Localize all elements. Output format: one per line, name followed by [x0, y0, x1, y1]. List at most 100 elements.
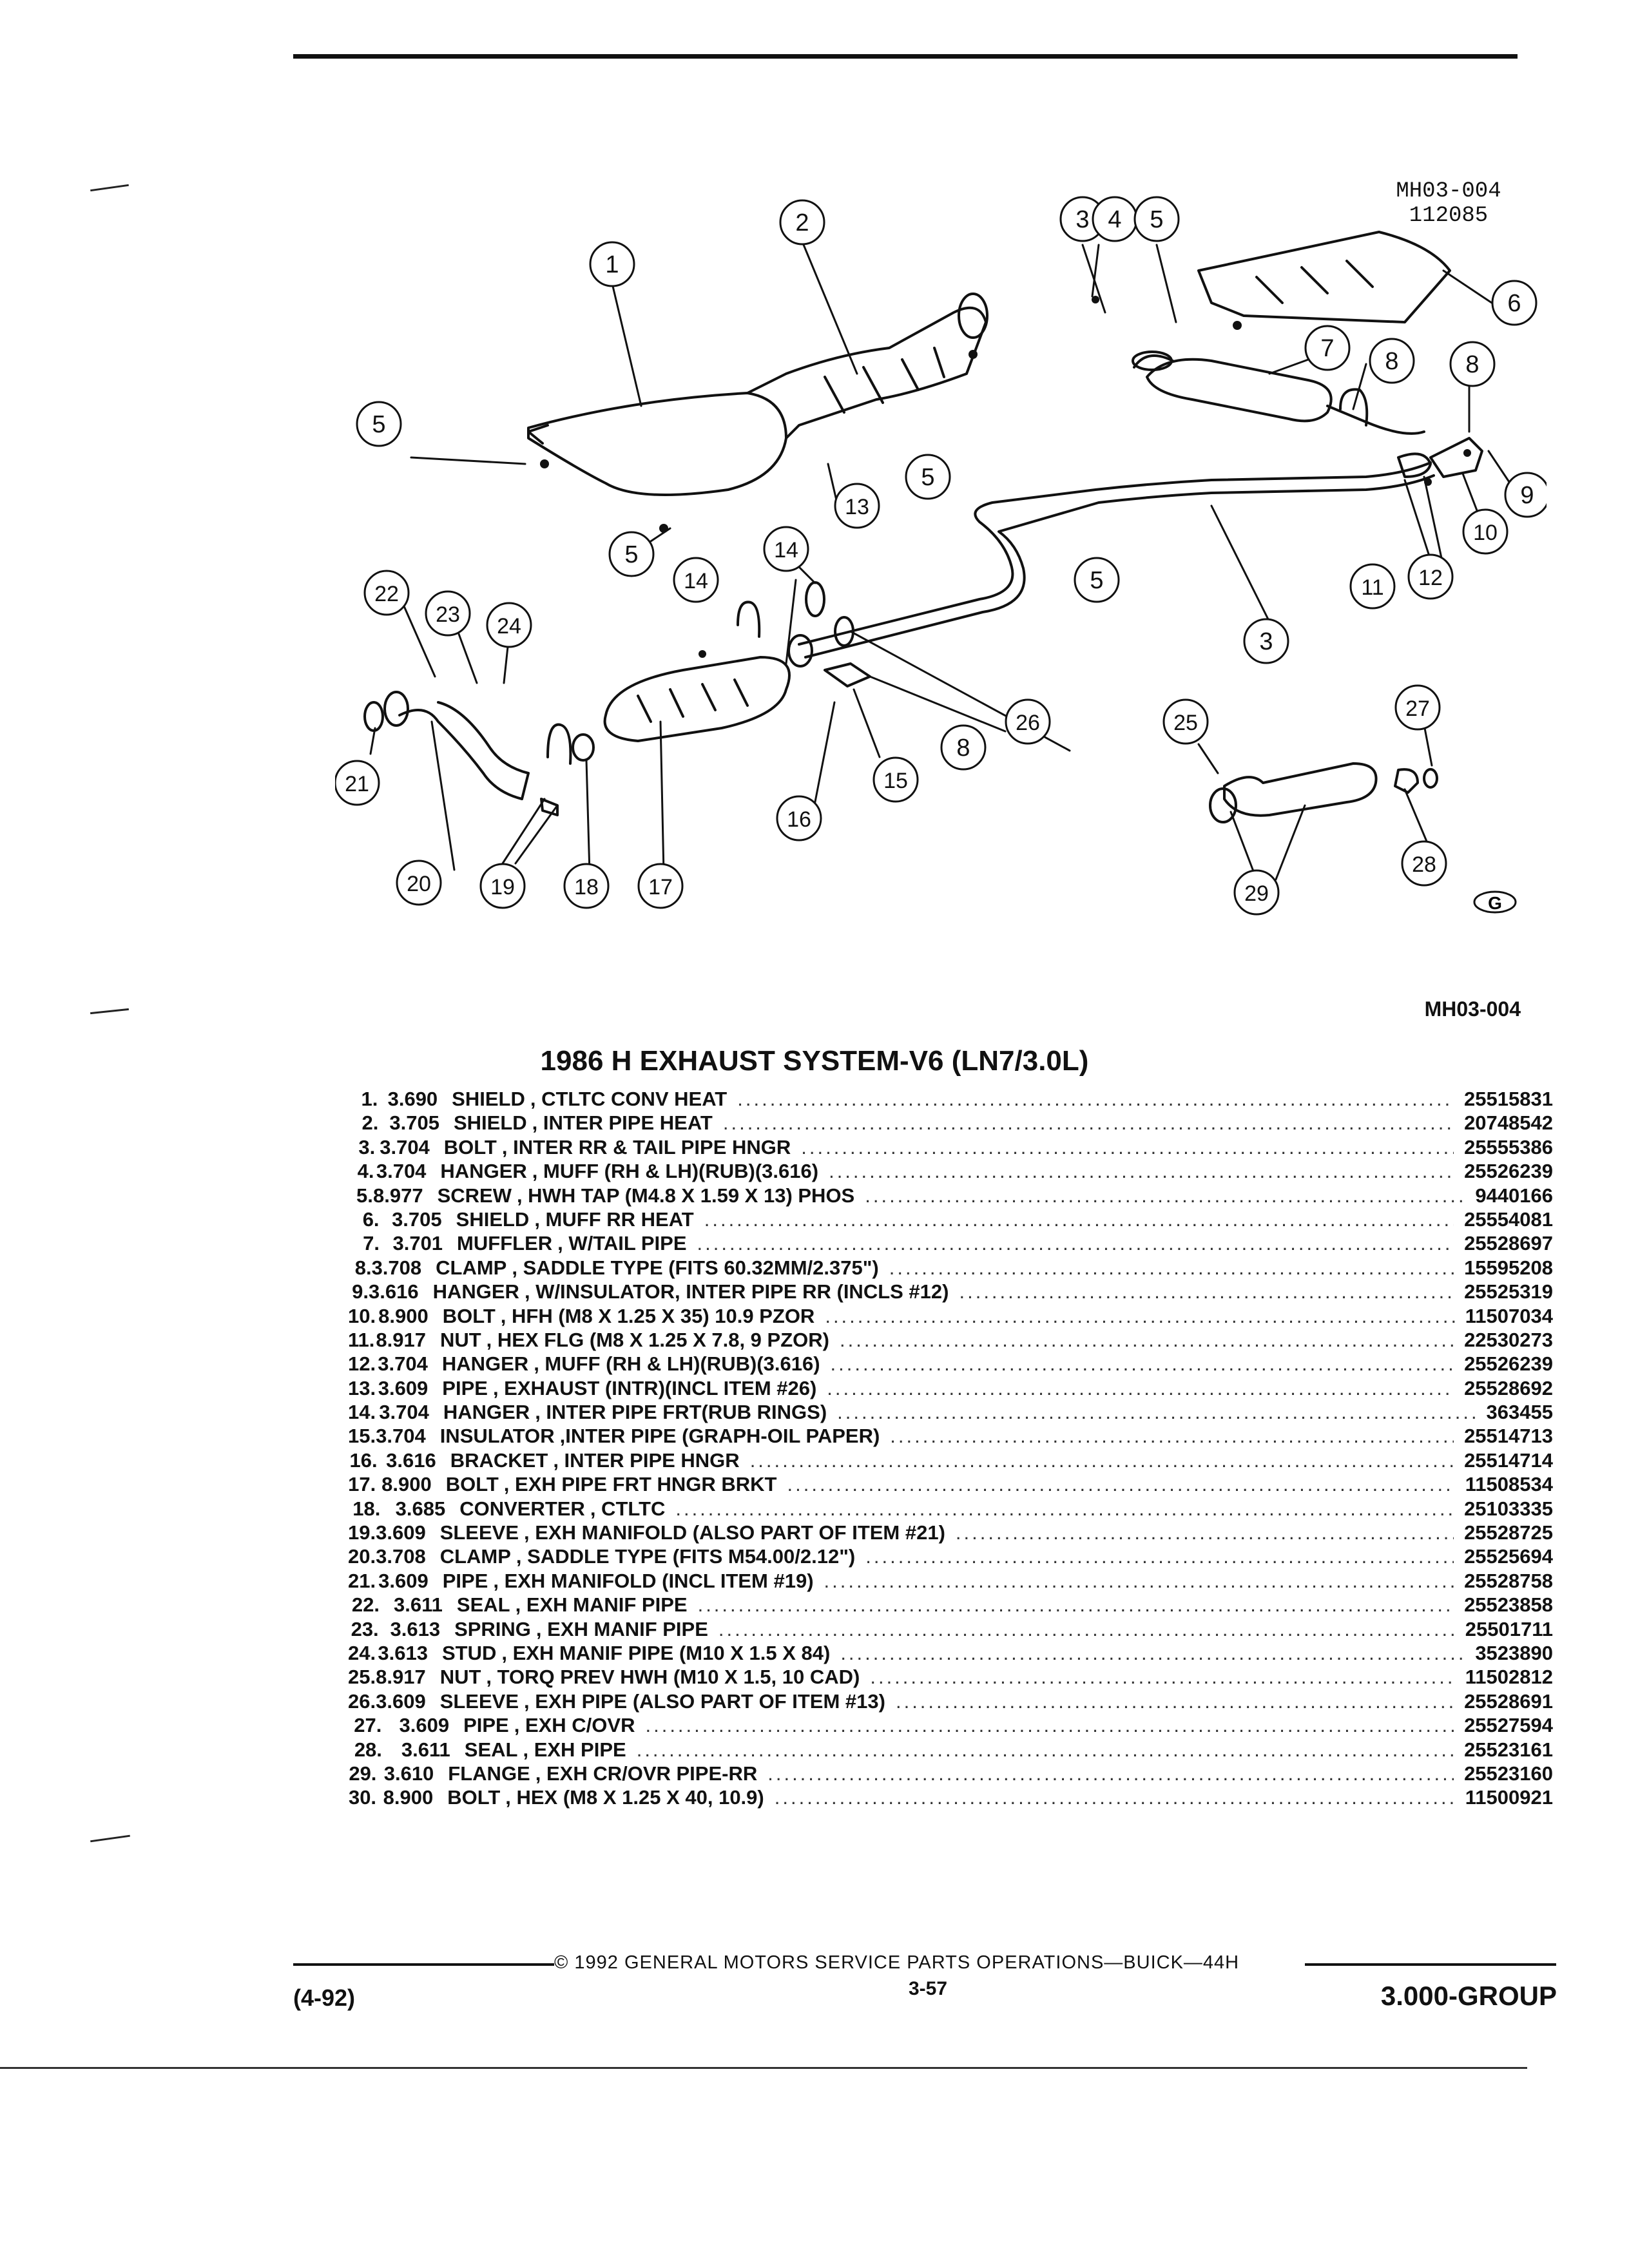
- part-number: 19.: [348, 1521, 376, 1544]
- dot-leader: [767, 1762, 1454, 1785]
- part-name: MUFFLER: [457, 1232, 553, 1255]
- part-name: SEAL: [464, 1738, 518, 1761]
- group-number: 3.609: [376, 1689, 426, 1713]
- callout-bubble: 25: [1162, 698, 1209, 745]
- callout-bubble: 26: [1005, 698, 1051, 745]
- part-number: 1.: [361, 1088, 378, 1110]
- part-description: CLAMP, SADDLE TYPE (FITS 60.32MM/2.375"): [436, 1256, 879, 1280]
- callout-label: 3: [1259, 628, 1273, 655]
- group-number: 3.704: [376, 1425, 426, 1448]
- callout-label: 8: [1385, 348, 1398, 375]
- callout-bubble: 6: [1491, 280, 1537, 326]
- part-description: NUT, TORQ PREV HWH (M10 X 1.5, 10 CAD): [440, 1666, 860, 1689]
- dot-leader: [645, 1714, 1454, 1737]
- callout-bubble: 21: [335, 760, 380, 806]
- figure-code: MH03-004: [1424, 997, 1521, 1021]
- dot-leader: [697, 1232, 1454, 1255]
- part-detail: , CTLTC CONV HEAT: [530, 1088, 728, 1110]
- callout-label: 16: [787, 807, 811, 832]
- callout-bubble: 5: [608, 531, 655, 577]
- dot-leader: [896, 1690, 1454, 1713]
- part-description: SEAL, EXH PIPE: [465, 1738, 626, 1762]
- callout-bubble: 5: [1074, 557, 1120, 603]
- footer-rule-right: [1305, 1963, 1556, 1966]
- dot-leader: [698, 1593, 1454, 1617]
- dot-leader: [837, 1401, 1476, 1424]
- callout-label: 26: [1016, 711, 1040, 735]
- part-name: HANGER: [443, 1401, 530, 1424]
- part-catalog-number: 25526239: [1464, 1160, 1553, 1183]
- group-number: 3.708: [376, 1545, 426, 1568]
- margin-mark: [90, 1008, 129, 1015]
- callout-label: 9: [1520, 482, 1534, 509]
- part-detail: , W/TAIL PIPE: [557, 1232, 687, 1255]
- part-detail: , CTLTC: [590, 1497, 666, 1520]
- part-number: 20.: [348, 1545, 376, 1568]
- part-catalog-number: 11508534: [1465, 1473, 1553, 1496]
- manifold-pipe-drawing: [398, 701, 530, 800]
- part-description: CONVERTER, CTLTC: [459, 1497, 665, 1521]
- callout-bubble: 8: [1449, 341, 1496, 387]
- part-detail: , MUFF RR HEAT: [534, 1207, 694, 1231]
- part-number: 8.: [354, 1256, 372, 1279]
- part-description: BOLT, EXH PIPE FRT HNGR BRKT: [446, 1473, 777, 1496]
- group-number: 3.704: [380, 1135, 430, 1158]
- part-number: 12.: [348, 1352, 376, 1376]
- callout-label: 17: [648, 875, 673, 899]
- group-number: 3.704: [376, 1160, 427, 1183]
- part-name: NUT: [439, 1666, 481, 1689]
- callout-bubble: 15: [872, 756, 919, 803]
- callout-bubble: 8: [940, 724, 987, 771]
- part-catalog-number: 25515831: [1464, 1088, 1553, 1110]
- callout-label: 20: [407, 872, 431, 896]
- callout-label: 8: [956, 735, 970, 762]
- part-number: 30.: [348, 1786, 377, 1809]
- callout-label: 4: [1108, 206, 1121, 233]
- rear-hanger-drawing: [1397, 452, 1432, 478]
- part-number: 4.: [357, 1160, 374, 1183]
- dot-leader: [775, 1786, 1455, 1809]
- callout-bubble: 29: [1233, 869, 1280, 916]
- part-catalog-number: 25528692: [1464, 1376, 1553, 1399]
- part-name: PIPE: [442, 1569, 488, 1592]
- dot-leader: [870, 1666, 1454, 1689]
- part-catalog-number: 25523161: [1464, 1738, 1553, 1761]
- part-catalog-number: 11507034: [1465, 1304, 1553, 1327]
- group-number: 3.616: [369, 1280, 419, 1303]
- callout-label: 21: [345, 772, 369, 796]
- exhaust-diagram-svg: 1234555556788910111231314261481516171819…: [335, 196, 1547, 916]
- part-description: PIPE, EXH C/OVR: [463, 1714, 635, 1737]
- callout-label: 11: [1361, 575, 1383, 600]
- part-number: 22.: [351, 1593, 380, 1617]
- part-name: CLAMP: [439, 1545, 511, 1568]
- part-description: SHIELD, MUFF RR HEAT: [456, 1208, 694, 1231]
- inter-pipe-shield-drawing: [746, 306, 987, 439]
- part-name: SPRING: [454, 1617, 531, 1640]
- part-detail: , TORQ PREV HWH (M10 X 1.5, 10 CAD): [486, 1666, 860, 1689]
- callout-label: 29: [1244, 881, 1269, 906]
- reference-date: 112085: [1409, 204, 1489, 228]
- callout-label: 18: [574, 875, 599, 899]
- part-detail: , EXH PIPE: [523, 1738, 626, 1761]
- part-catalog-number: 25526239: [1464, 1352, 1553, 1376]
- group-number: 3.611: [401, 1738, 450, 1761]
- part-name: PIPE: [442, 1376, 488, 1399]
- bracket-drawing: [824, 662, 871, 687]
- callout-label: 2: [795, 209, 809, 236]
- part-catalog-number: 3523890: [1475, 1641, 1553, 1664]
- group-number: 3.611: [394, 1593, 443, 1617]
- part-catalog-number: 25525694: [1464, 1545, 1553, 1568]
- part-name: BOLT: [442, 1304, 496, 1327]
- callout-bubble: 8: [1369, 338, 1415, 384]
- callout-bubble: 4: [1092, 196, 1138, 242]
- part-catalog-number: 25528697: [1464, 1232, 1554, 1255]
- part-number: 27.: [354, 1714, 382, 1737]
- part-description: STUD, EXH MANIF PIPE (M10 X 1.5 X 84): [442, 1642, 830, 1665]
